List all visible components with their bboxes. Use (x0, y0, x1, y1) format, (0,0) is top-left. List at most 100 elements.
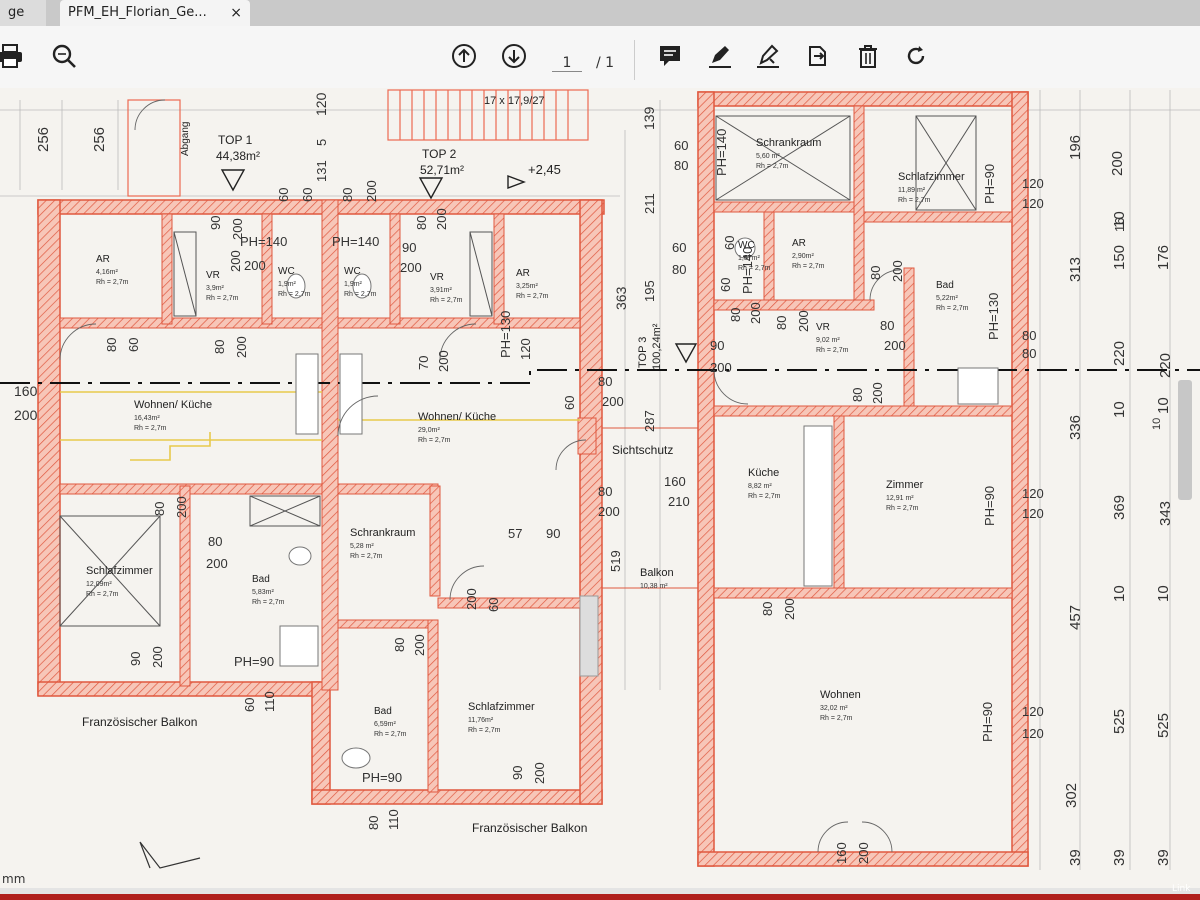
draw-button[interactable] (704, 40, 736, 72)
right-dimension: 176 (1155, 245, 1172, 270)
dimension: 287 (642, 410, 657, 432)
room-height: Rh = 2,7m (96, 279, 129, 286)
opening-dimension: 120 (1022, 506, 1044, 521)
top3-area: 100,24m² (651, 323, 663, 370)
opening-dimension: 90 (710, 338, 724, 353)
right-dimension: 10 (1111, 401, 1128, 418)
opening-dimension: 60 (300, 188, 315, 202)
dimension: 519 (608, 550, 623, 572)
tab-active-document[interactable]: PFM_EH_Florian_Ge... × (60, 0, 250, 26)
room-height: Rh = 2,7m (134, 425, 167, 432)
room-name: AR (792, 238, 806, 249)
page-total: / 1 (596, 55, 615, 71)
balcony-area (577, 417, 699, 677)
opening-dimension: 80 (104, 338, 119, 352)
opening-dimension: PH=140 (240, 234, 287, 249)
highlight-button[interactable] (752, 40, 784, 72)
room-name: Wohnen/ Küche (134, 399, 212, 411)
opening-dimension: PH=90 (982, 486, 997, 526)
room-name: Wohnen/ Küche (418, 411, 496, 423)
room-name: Wohnen (820, 689, 861, 701)
opening-dimension: 80 (392, 638, 407, 652)
top1-area: 44,38m² (216, 149, 260, 163)
opening-dimension: 80 (598, 484, 612, 499)
opening-dimension: 200 (434, 208, 449, 230)
opening-dimension: 120 (1022, 726, 1044, 741)
pen-icon (709, 46, 731, 68)
dimension: 16 (1112, 218, 1127, 232)
room-area: 4,16m² (96, 269, 118, 276)
room-height: Rh = 2,7m (936, 305, 969, 312)
top2-title: TOP 2 (422, 147, 457, 161)
opening-dimension: 200 (174, 496, 189, 518)
delete-button[interactable] (852, 40, 884, 72)
right-dimension: 457 (1067, 605, 1084, 630)
opening-dimension: 110 (262, 691, 277, 712)
opening-dimension: 70 (416, 356, 431, 370)
balkon-left-label: Französischer Balkon (82, 715, 197, 729)
next-page-button[interactable] (498, 40, 530, 72)
print-button[interactable] (0, 40, 26, 72)
room-name: Küche (748, 467, 779, 479)
right-dimension: 313 (1067, 257, 1084, 282)
guide-lines (60, 391, 580, 461)
left-dimension: 256 (91, 127, 108, 152)
room-name: Schlafzimmer (86, 565, 153, 577)
vertical-scrollbar[interactable] (1178, 380, 1192, 500)
opening-dimension: 200 (710, 360, 732, 375)
rotate-document-button[interactable] (802, 40, 834, 72)
room-area: 1,9m² (344, 281, 363, 288)
opening-dimension: 210 (668, 494, 690, 509)
opening-dimension: 60 (562, 396, 577, 410)
opening-dimension: 120 (1022, 704, 1044, 719)
opening-dimension: 160 (664, 474, 686, 489)
opening-dimension: PH=140 (332, 234, 379, 249)
opening-dimension: 60 (718, 278, 733, 292)
room-area: 29,0m² (418, 427, 440, 434)
opening-dimension: 200 (532, 762, 547, 784)
search-button[interactable] (48, 40, 80, 72)
rotate-clockwise-icon (907, 46, 925, 65)
room-height: Rh = 2,7m (252, 599, 285, 606)
tab-previous[interactable]: ge (0, 0, 46, 26)
room-area: 32,02 m² (820, 705, 848, 712)
opening-dimension: 200 (890, 260, 905, 282)
room-area: 5,60 m² (756, 153, 780, 160)
room-name: Schlafzimmer (898, 171, 965, 183)
opening-dimension: 80 (672, 262, 686, 277)
room-height: Rh = 2,7m (816, 347, 849, 354)
opening-dimension: 60 (242, 698, 257, 712)
top-labels: 17 x 17,9/27 TOP 1 44,38m² TOP 2 52,71m²… (180, 95, 663, 370)
room-height: Rh = 2,7m (886, 505, 919, 512)
page-number-input[interactable]: 1 (552, 55, 582, 72)
tab-close-icon[interactable]: × (230, 5, 242, 21)
dimension: 120 (313, 92, 329, 116)
previous-page-button[interactable] (448, 40, 480, 72)
toolbar-divider (634, 40, 635, 80)
comment-button[interactable] (654, 40, 686, 72)
opening-dimension: 80 (674, 158, 688, 173)
dimension: 10 (1151, 418, 1163, 430)
opening-dimension: 80 (868, 266, 883, 280)
room-area: 5,22m² (936, 295, 958, 302)
room-name: WC (278, 266, 295, 277)
room-name: Schrankraum (756, 137, 821, 149)
opening-dimension: 160 (834, 842, 849, 864)
opening-dimension: 90 (510, 766, 525, 780)
opening-dimension: PH=90 (980, 702, 995, 742)
rotate-button[interactable] (900, 40, 932, 72)
left-dimension: 160 (14, 383, 38, 399)
room-area: 8,82 m² (748, 483, 772, 490)
opening-dimension: 200 (602, 394, 624, 409)
floor-plan[interactable]: 17 x 17,9/27 TOP 1 44,38m² TOP 2 52,71m²… (0, 88, 1200, 888)
room-height: Rh = 2,7m (344, 291, 377, 298)
opening-dimension: PH=130 (986, 293, 1001, 340)
opening-dimension: 80 (152, 502, 167, 516)
opening-dimension: 60 (674, 138, 688, 153)
page-rotate-icon (809, 46, 826, 66)
top1-title: TOP 1 (218, 133, 253, 147)
right-dimension: 39 (1067, 849, 1084, 866)
opening-dimension: PH=90 (362, 770, 402, 785)
right-dimension: 39 (1155, 849, 1172, 866)
opening-dimension: 110 (386, 809, 401, 830)
